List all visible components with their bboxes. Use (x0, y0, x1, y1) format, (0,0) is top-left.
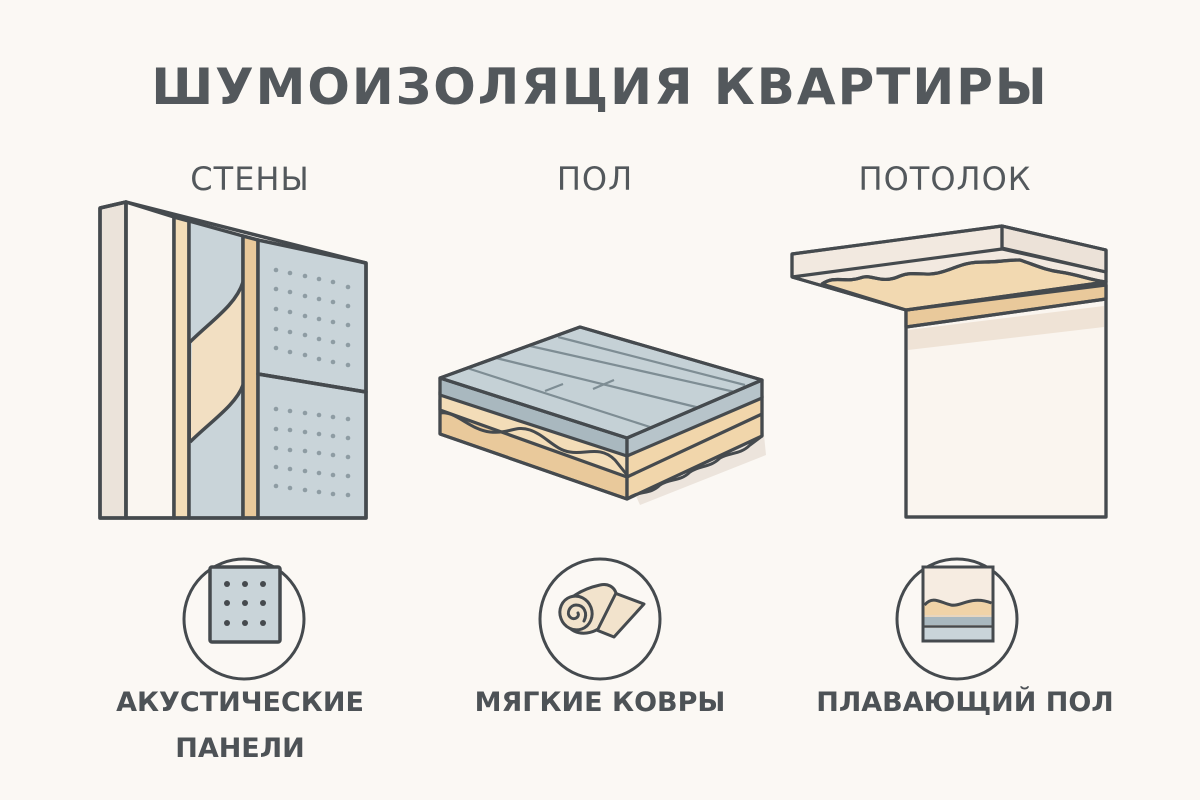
wall-perforation-dots (273, 267, 351, 498)
page-title: ШУМОИЗОЛЯЦИЯ КВАРТИРЫ (151, 58, 1049, 116)
wall-layers-illustration (98, 200, 368, 520)
label-line-1: ПЛАВАЮЩИЙ ПОЛ (816, 687, 1114, 718)
floor-layers-illustration (438, 325, 766, 505)
label-line-2: ПАНЕЛИ (175, 733, 305, 764)
carpet-roll-icon (536, 555, 664, 683)
label-acoustic-panels: АКУСТИЧЕСКИЕ ПАНЕЛИ (70, 680, 410, 772)
label-line-1: МЯГКИЕ КОВРЫ (474, 687, 726, 718)
label-line-1: АКУСТИЧЕСКИЕ (116, 687, 364, 718)
heading-walls: СТЕНЫ (190, 160, 310, 198)
label-soft-carpets: МЯГКИЕ КОВРЫ (430, 680, 770, 726)
floating-floor-icon (893, 555, 1021, 683)
ceiling-layers-illustration (790, 224, 1108, 519)
label-floating-floor: ПЛАВАЮЩИЙ ПОЛ (795, 680, 1135, 726)
acoustic-panel-icon (180, 555, 308, 683)
heading-ceiling: ПОТОЛОК (858, 160, 1032, 198)
heading-floor: ПОЛ (556, 160, 634, 198)
